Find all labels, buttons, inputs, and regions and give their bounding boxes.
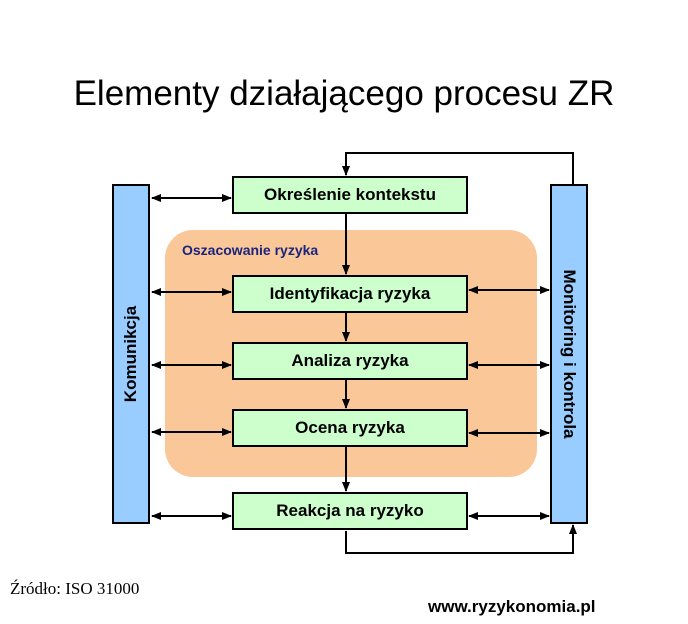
website-footer: www.ryzykonomia.pl (428, 597, 596, 616)
step-context: Określenie kontekstu (232, 176, 468, 214)
step-analysis: Analiza ryzyka (232, 342, 468, 380)
source-note: Źródło: ISO 31000 (10, 579, 140, 598)
feedback-loop-top (342, 152, 574, 184)
diagram-title: Elementy działającego procesu ZR (73, 74, 615, 113)
step-identification: Identyfikacja ryzyka (232, 275, 468, 313)
communication-bar (112, 184, 150, 524)
step-treatment: Reakcja na ryzyko (232, 492, 468, 530)
step-evaluation: Ocena ryzyka (232, 409, 468, 447)
risk-assessment-label: Oszacowanie ryzyka (182, 242, 319, 258)
feedback-loop-bottom (345, 524, 577, 554)
monitoring-bar (550, 184, 588, 524)
